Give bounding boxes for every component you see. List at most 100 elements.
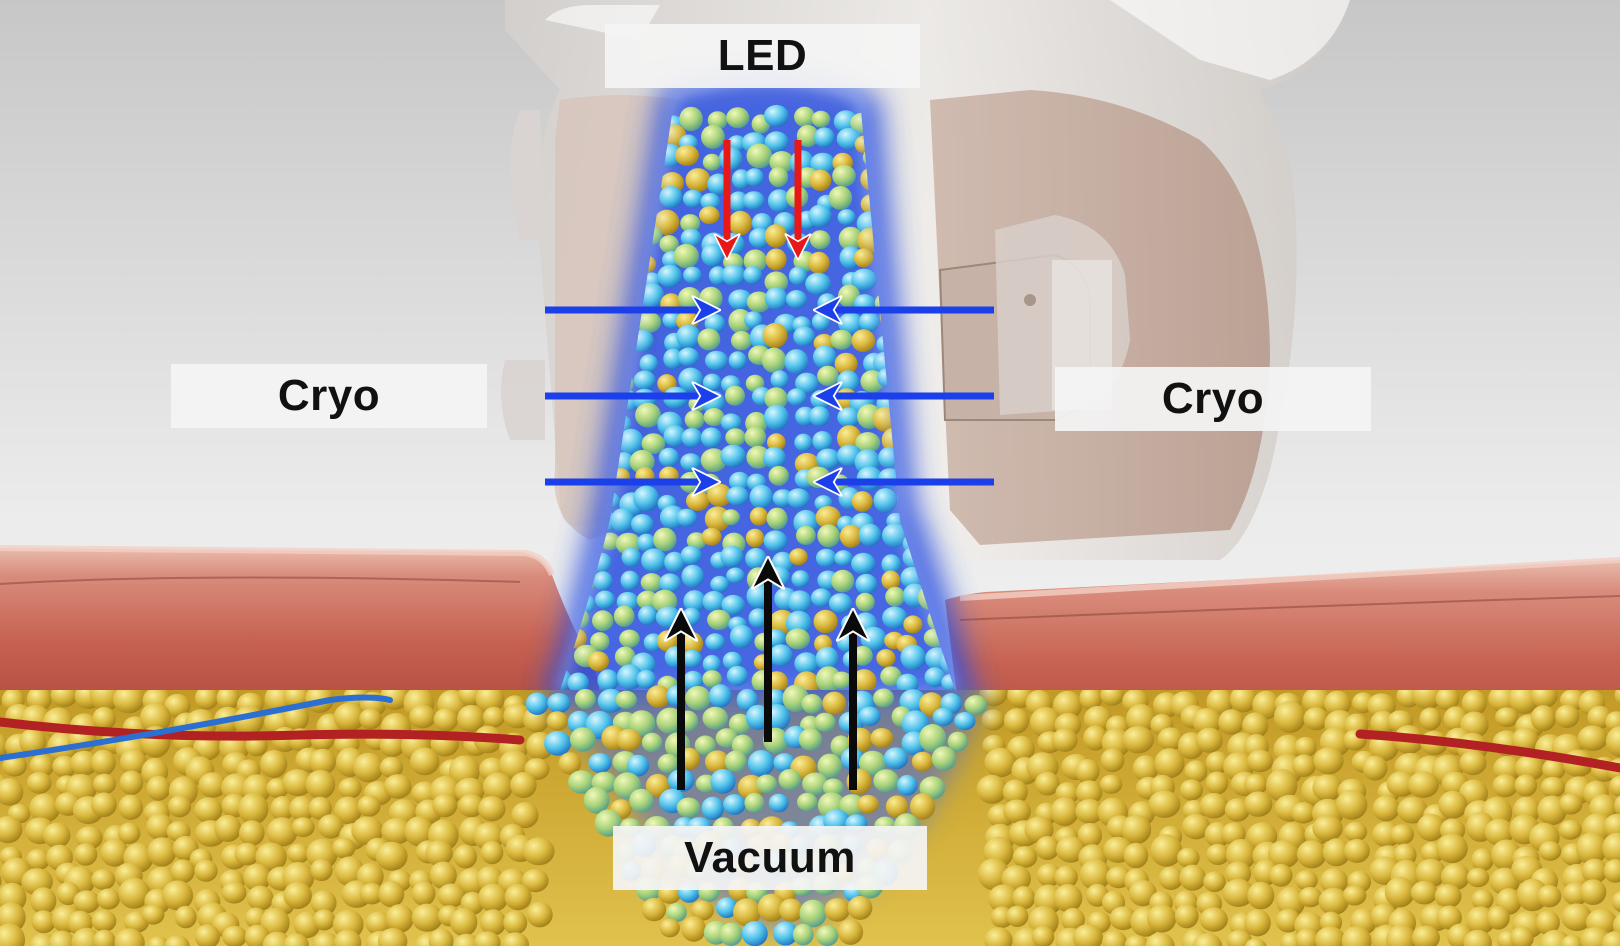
cooled-fat-cell (903, 615, 923, 634)
cooled-fat-cell (678, 287, 702, 310)
cooled-fat-cell (729, 471, 750, 492)
cooled-fat-cell (834, 550, 853, 567)
fat-cell (289, 796, 315, 822)
fat-cell (291, 817, 315, 837)
fat-cell (984, 747, 1017, 778)
cooled-fat-cell (725, 385, 745, 406)
cooled-fat-cell (931, 746, 957, 771)
fat-cell (1407, 771, 1439, 798)
cooled-fat-cell (851, 329, 876, 353)
cooled-fat-cell (801, 694, 823, 714)
fat-cell (1003, 799, 1031, 824)
fat-cell (1484, 818, 1514, 846)
cooled-fat-cell (838, 226, 863, 251)
cooled-fat-cell (885, 795, 909, 818)
cooled-fat-cell (767, 189, 791, 213)
fat-cell (353, 752, 384, 783)
fat-cell (1291, 802, 1316, 824)
fat-cell (1558, 819, 1582, 840)
cooled-fat-cell (885, 586, 905, 607)
cooled-fat-cell (700, 448, 727, 473)
fat-cell (222, 925, 248, 946)
fat-cell (1542, 758, 1566, 781)
fat-cell (1199, 907, 1228, 932)
cooled-fat-cell (673, 243, 699, 269)
fat-cell (1218, 709, 1245, 735)
fat-cell (1075, 798, 1104, 824)
fat-cell (1561, 903, 1593, 931)
fat-cell (1397, 796, 1428, 824)
cooled-fat-cell (708, 684, 732, 708)
cooled-fat-cell (721, 509, 740, 526)
cooled-fat-cell (837, 370, 860, 394)
fat-cell (1244, 909, 1271, 937)
cooled-fat-cell (773, 921, 798, 946)
fat-cell (333, 929, 362, 946)
fat-cell (1324, 690, 1351, 717)
cooled-fat-cell (839, 524, 863, 548)
fat-cell (1079, 690, 1103, 710)
fat-cell (1459, 750, 1487, 776)
fat-cell (93, 929, 116, 946)
cooled-fat-cell (851, 552, 876, 575)
fat-cell (30, 887, 57, 915)
fat-cell (1077, 822, 1103, 848)
cooled-fat-cell (694, 735, 716, 756)
fat-cell (450, 907, 478, 937)
cooled-fat-cell (817, 524, 841, 548)
fat-cell (1303, 707, 1329, 731)
fat-cell (164, 935, 190, 946)
fat-cell (428, 928, 454, 946)
fat-cell (1296, 840, 1327, 869)
cooled-fat-cell (932, 707, 954, 727)
cooled-fat-cell (683, 266, 702, 284)
fat-cell (478, 796, 506, 822)
cooled-fat-cell (721, 264, 746, 286)
fat-cell (1031, 926, 1055, 946)
cooled-fat-cell (815, 506, 841, 529)
fat-cell (1436, 905, 1462, 930)
cooled-fat-cell (679, 106, 703, 132)
fat-cell (1343, 838, 1370, 863)
cooled-fat-cell (663, 425, 687, 447)
cooled-fat-cell (748, 608, 768, 628)
fat-cell (411, 881, 436, 906)
cooled-fat-cell (793, 671, 820, 690)
cooled-fat-cell (744, 792, 765, 813)
fat-cell (1203, 871, 1226, 892)
cooled-fat-cell (733, 898, 761, 927)
fat-cell (1056, 836, 1086, 863)
cooled-fat-cell (792, 923, 814, 946)
cooled-fat-cell (964, 695, 988, 715)
cooled-fat-cell (855, 573, 878, 595)
cryo-arrows (545, 310, 994, 482)
cooled-fat-cell (747, 750, 775, 777)
cooled-fat-cell (547, 693, 571, 713)
fat-cell (147, 936, 170, 946)
fat-cell (308, 796, 333, 820)
fat-cell (1318, 887, 1349, 916)
fat-cell (1614, 795, 1620, 817)
cooled-fat-cell (770, 370, 789, 389)
fat-cell (194, 797, 223, 823)
cooled-fat-cell (590, 632, 610, 651)
fat-cell (1295, 928, 1320, 946)
fat-cell (1205, 771, 1229, 795)
fat-cell (1555, 704, 1580, 728)
cooled-fat-cell (645, 773, 670, 798)
fat-cell (1157, 727, 1184, 751)
cooled-fat-cell (657, 753, 679, 774)
cooled-fat-cell (710, 575, 730, 593)
cooled-fat-cell (676, 324, 701, 349)
fat-cell (283, 933, 309, 946)
fat-cell (1154, 748, 1185, 779)
cooled-fat-cell (882, 606, 908, 629)
cooled-fat-cell (851, 669, 877, 690)
cooled-fat-cell (682, 189, 704, 208)
fat-cell (526, 901, 553, 928)
fat-cell (1054, 865, 1078, 889)
fat-cell (375, 841, 408, 871)
cooled-fat-cell (810, 588, 832, 607)
cooled-fat-cell (788, 266, 808, 286)
cooled-fat-cell (805, 272, 831, 295)
